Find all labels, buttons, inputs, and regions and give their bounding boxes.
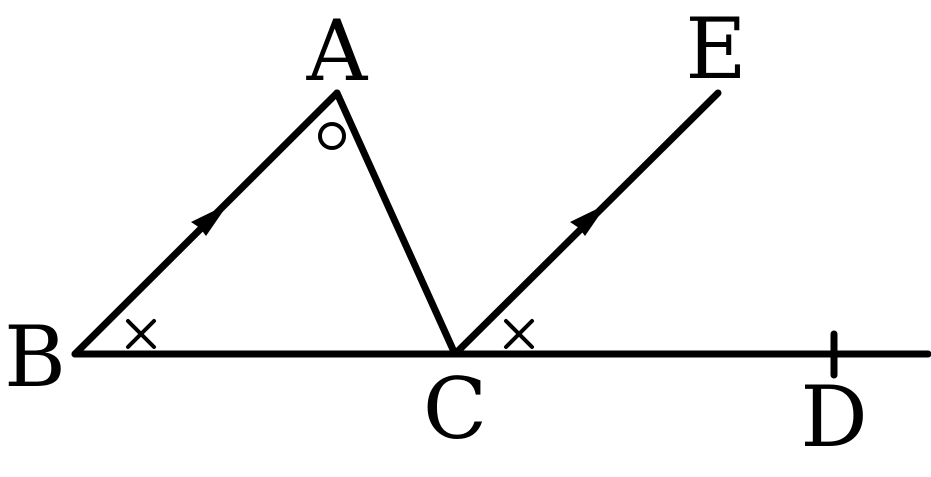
- segment-ac: [333, 89, 459, 358]
- label-a: A: [306, 2, 369, 100]
- angle-ecd-cross-mark: [504, 319, 534, 349]
- label-c: C: [423, 360, 487, 458]
- angle-b-cross-mark: [126, 319, 156, 349]
- label-e: E: [685, 0, 746, 98]
- label-b: B: [4, 308, 66, 406]
- angle-a-circle-mark: [318, 122, 346, 150]
- parallel-arrow-ba: [191, 204, 228, 236]
- label-d: D: [800, 368, 867, 466]
- parallel-arrow-ce: [570, 204, 607, 236]
